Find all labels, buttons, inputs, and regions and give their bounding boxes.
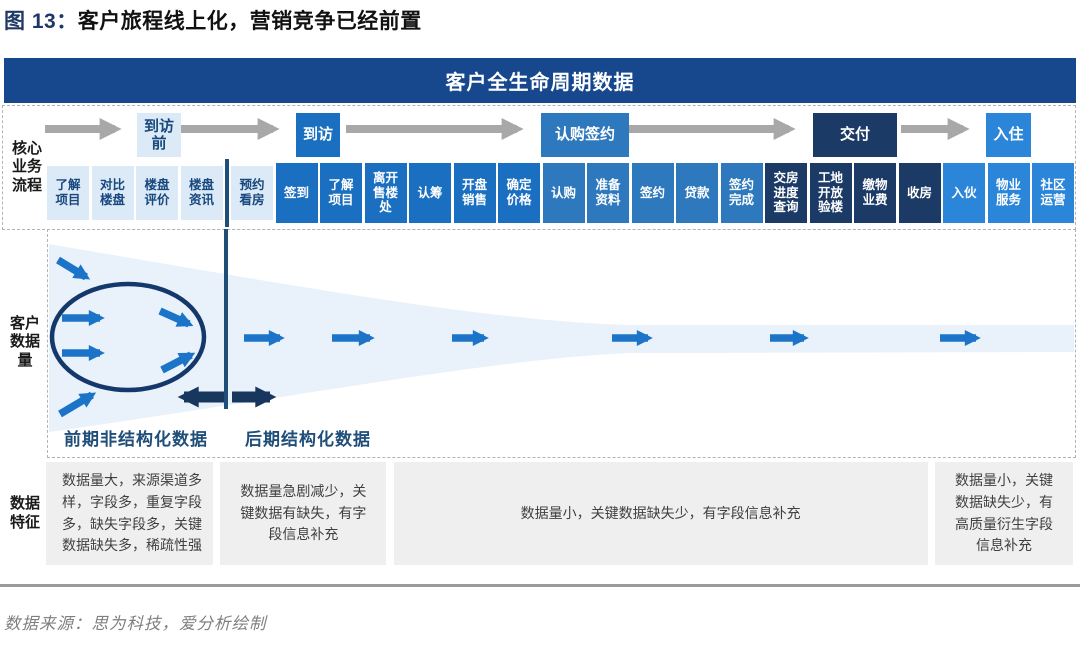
stage-box: 到访 前 (137, 113, 181, 157)
figure-title: 图 13：客户旅程线上化，营销竞争已经前置 (4, 5, 422, 35)
stage-box: 交付 (813, 113, 897, 157)
step-label: 预约 看房 (239, 178, 265, 207)
step-label: 认购 (550, 185, 576, 200)
data-volume-section (47, 229, 1076, 458)
banner-title: 客户全生命周期数据 (445, 72, 635, 94)
characteristics-row-label: 数据 特征 (9, 495, 40, 531)
process-step: 了解 项目 (47, 166, 89, 220)
process-step: 贷款 (676, 163, 718, 223)
stage-box: 认购签约 (541, 113, 629, 157)
process-step: 签约 (631, 163, 674, 223)
process-step: 对比 楼盘 (91, 166, 134, 220)
process-step: 签到 (275, 163, 318, 223)
process-step: 准备 资料 (587, 163, 629, 223)
volume-row-label: 客户 数据 量 (9, 315, 40, 369)
stage-label: 入住 (993, 126, 1024, 144)
step-label: 入伙 (951, 185, 977, 200)
characteristics-row: 数据量大，来源渠道多样，字段多，重复字段多，缺失字段多，关键数据缺失多，稀疏性强… (46, 462, 1073, 565)
stage-label: 到访 (302, 126, 333, 144)
step-label: 认筹 (417, 185, 443, 200)
step-label: 工地 开放 验楼 (817, 170, 843, 215)
stage-box: 到访 (296, 113, 340, 157)
step-label: 签约 (639, 185, 665, 200)
step-label: 楼盘 资讯 (188, 178, 214, 207)
step-label: 准备 资料 (595, 178, 621, 207)
process-step: 预约 看房 (231, 166, 273, 220)
step-row: 了解 项目 对比 楼盘 楼盘 评价 楼盘 资讯 预约 看房 签到 了解 项目 离… (47, 159, 1074, 227)
step-label: 签约 完成 (728, 178, 754, 207)
step-label: 确定 价格 (506, 178, 532, 207)
process-step: 楼盘 评价 (136, 166, 178, 220)
step-label: 离开 售楼 处 (372, 170, 398, 215)
step-label: 贷款 (684, 185, 710, 200)
process-row-label: 核心 业务 流程 (11, 140, 42, 194)
data-characteristic-box: 数据量急剧减少，关键数据有缺失，有字段信息补充 (220, 462, 387, 565)
stage-flow-arrows (45, 118, 970, 140)
process-step: 收房 (898, 163, 941, 223)
step-label: 社区 运营 (1040, 178, 1066, 207)
stage-label: 到访 前 (143, 117, 174, 152)
blue-data-arrows (56, 256, 981, 418)
process-step: 物业 服务 (987, 163, 1030, 223)
data-characteristic-box: 数据量大，来源渠道多样，字段多，重复字段多，缺失字段多，关键数据缺失多，稀疏性强 (46, 462, 213, 565)
process-step: 认购 (542, 163, 585, 223)
process-step: 楼盘 资讯 (180, 166, 223, 220)
process-section: 核心 业务 流程 到访 前 到 (2, 105, 1076, 230)
stage-row: 到访 前 到访 认购签约 交付 入住 (3, 106, 1075, 229)
process-step: 确定 价格 (498, 163, 540, 223)
characteristic-text: 数据量小，关键数据缺失少，有高质量衍生字段信息补充 (954, 472, 1053, 554)
unstructured-data-ellipse (49, 281, 207, 393)
figure-title-text: 客户旅程线上化，营销竞争已经前置 (77, 10, 422, 33)
process-step: 工地 开放 验楼 (809, 163, 852, 223)
data-characteristic-box: 数据量小，关键数据缺失少，有字段信息补充 (393, 462, 928, 565)
step-label: 收房 (906, 185, 932, 200)
process-step: 缴物 业费 (854, 163, 896, 223)
step-label: 楼盘 评价 (144, 178, 170, 207)
stage-label: 认购签约 (554, 126, 615, 144)
process-step: 签约 完成 (720, 163, 763, 223)
process-step: 交房 进度 查询 (765, 163, 807, 223)
step-label: 物业 服务 (995, 178, 1021, 207)
stage-box: 入住 (986, 113, 1031, 157)
early-unstructured-label: 前期非结构化数据 (64, 430, 208, 449)
stage-label: 交付 (839, 126, 870, 144)
process-step: 开盘 销售 (453, 163, 496, 223)
characteristic-text: 数据量小，关键数据缺失少，有字段信息补充 (520, 504, 801, 521)
step-label: 对比 楼盘 (99, 178, 125, 207)
step-label: 了解 项目 (328, 178, 354, 207)
process-step: 离开 售楼 处 (364, 163, 407, 223)
late-structured-label: 后期结构化数据 (245, 430, 371, 449)
funnel-shape (49, 244, 1074, 432)
step-label: 签到 (283, 185, 309, 200)
figure-number: 图 13： (4, 10, 78, 33)
step-label: 缴物 业费 (862, 178, 888, 207)
phase-divider-line (224, 229, 228, 409)
footer-divider (0, 584, 1080, 587)
characteristic-text: 数据量急剧减少，关键数据有缺失，有字段信息补充 (240, 482, 367, 543)
data-characteristic-box: 数据量小，关键数据缺失少，有高质量衍生字段信息补充 (934, 462, 1073, 565)
lifecycle-banner: 客户全生命周期数据 (4, 58, 1076, 103)
step-divider-line (225, 159, 229, 227)
process-step: 了解 项目 (320, 163, 362, 223)
data-funnel (49, 244, 1074, 432)
process-step: 入伙 (943, 163, 985, 223)
process-step: 认筹 (409, 163, 451, 223)
characteristic-text: 数据量大，来源渠道多样，字段多，重复字段多，缺失字段多，关键数据缺失多，稀疏性强 (62, 472, 202, 554)
process-step: 社区 运营 (1032, 163, 1074, 223)
step-label: 了解 项目 (55, 178, 81, 207)
step-label: 交房 进度 查询 (773, 170, 799, 215)
source-note: 数据来源：思为科技，爱分析绘制 (4, 615, 267, 633)
step-label: 开盘 销售 (461, 178, 487, 207)
